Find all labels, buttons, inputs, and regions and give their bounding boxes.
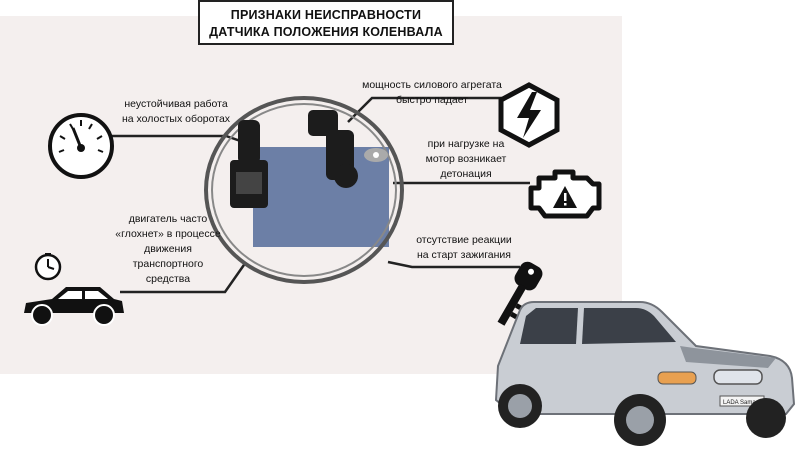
title-line-1: ПРИЗНАКИ НЕИСПРАВНОСТИ [230,8,422,22]
symptom-detonation: при нагрузке на мотор возникает детонаци… [425,138,507,180]
car-badge: LADA Samara [723,400,762,406]
diagram-title: ПРИЗНАКИ НЕИСПРАВНОСТИ ДАТЧИКА ПОЛОЖЕНИЯ… [198,0,454,45]
line-ignition [387,260,520,269]
clock-icon [34,253,62,281]
title-line-2: ДАТЧИКА ПОЛОЖЕНИЯ КОЛЕНВАЛА [209,25,443,39]
car-icon [24,287,124,326]
sensor-photo-placeholder [253,147,389,247]
check-engine-icon [528,169,602,219]
symptom-idle: неустойчивая работа на холостых оборотах [121,98,231,125]
symptom-power: мощность силового агрегата быстро падает [362,79,502,106]
line-stall [120,261,248,294]
car-image: LADA Samara [494,301,796,446]
crankshaft-sensor-image [204,96,404,284]
power-drop-icon [498,82,560,148]
symptom-stall: двигатель часто «глохнет» в процессе дви… [115,213,221,285]
symptom-ignition: отсутствие реакции на старт зажигания [416,234,512,261]
key-icon [497,261,543,326]
gauge-icon [48,113,114,179]
